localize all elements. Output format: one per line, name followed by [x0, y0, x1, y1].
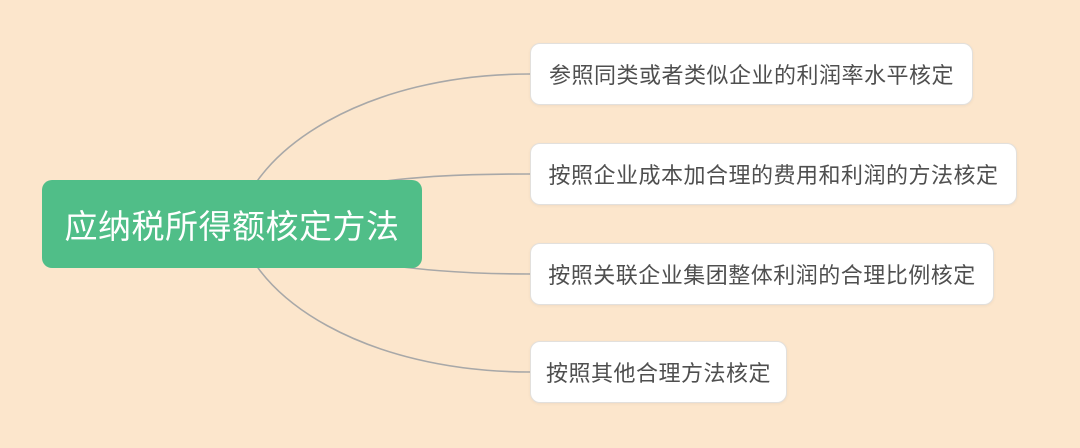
branch-node-4-label: 按照其他合理方法核定 — [545, 361, 771, 386]
branch-node-2[interactable]: 按照企业成本加合理的费用和利润的方法核定 — [530, 143, 1017, 205]
root-topic-label: 应纳税所得额核定方法 — [64, 208, 400, 245]
branch-node-1[interactable]: 参照同类或者类似企业的利润率水平核定 — [530, 43, 973, 105]
branch-node-2-label: 按照企业成本加合理的费用和利润的方法核定 — [548, 163, 999, 188]
branch-node-1-label: 参照同类或者类似企业的利润率水平核定 — [548, 63, 954, 88]
root-topic-node[interactable]: 应纳税所得额核定方法 — [42, 180, 422, 268]
branch-node-3-label: 按照关联企业集团整体利润的合理比例核定 — [548, 263, 976, 288]
branch-node-4[interactable]: 按照其他合理方法核定 — [530, 341, 787, 403]
branch-node-3[interactable]: 按照关联企业集团整体利润的合理比例核定 — [530, 243, 994, 305]
